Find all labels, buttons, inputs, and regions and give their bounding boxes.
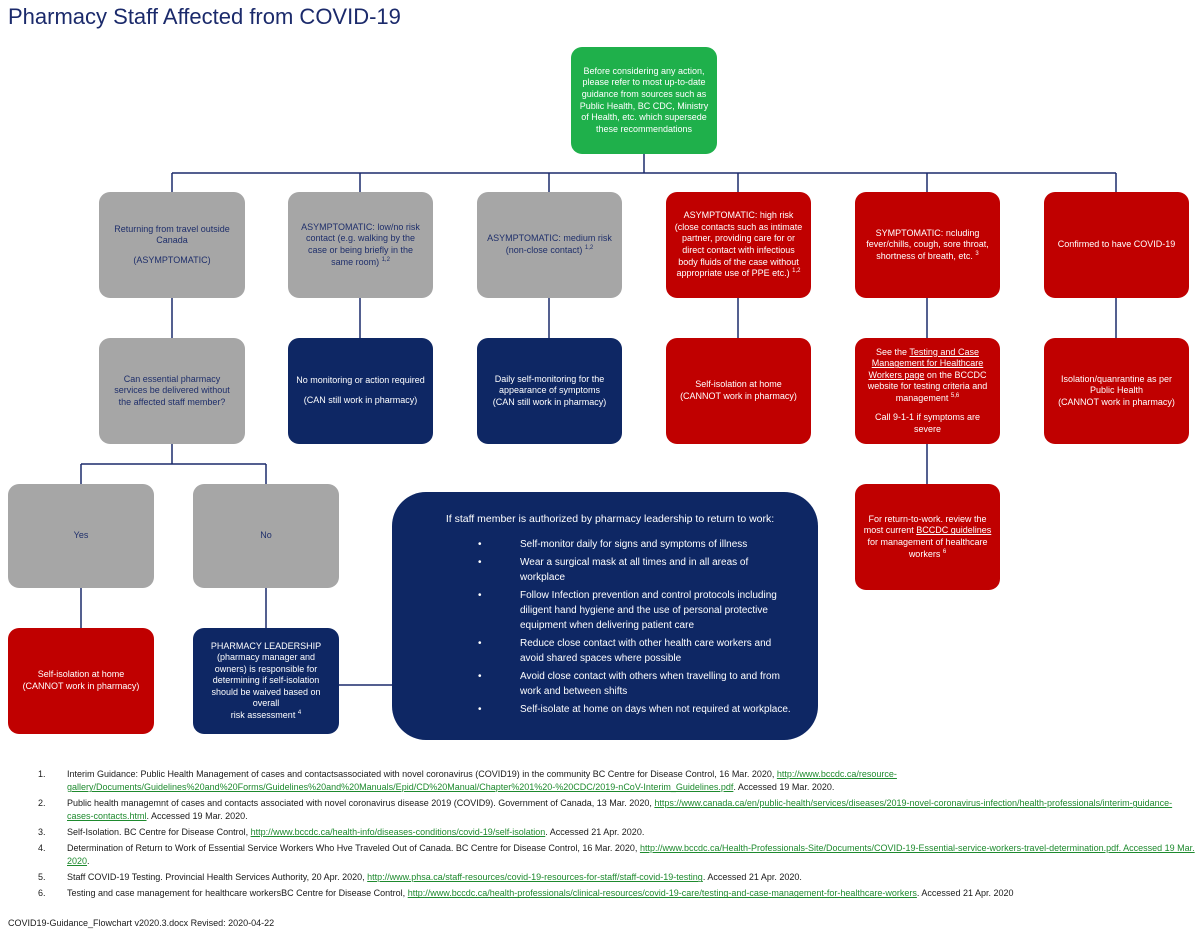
no-box: No xyxy=(193,484,339,588)
document-footer: COVID19-Guidance_Flowchart v2020.3.docx … xyxy=(8,918,275,928)
reference-link[interactable]: http://www.phsa.ca/staff-resources/covid… xyxy=(367,872,703,883)
self-monitoring-box: Daily self-monitoring for the appearance… xyxy=(477,338,622,444)
travel-box: Returning from travel outside Canada (AS… xyxy=(99,192,245,298)
reference-item: 3. Self-Isolation. BC Centre for Disease… xyxy=(38,827,645,838)
authorized-bullet-list: •Self-monitor daily for signs and sympto… xyxy=(428,537,792,717)
return-to-work-box: For return-to-work. review the most curr… xyxy=(855,484,1000,590)
reference-link[interactable]: http://www.bccdc.ca/health-professionals… xyxy=(407,888,917,899)
reference-item: 1. Interim Guidance: Public Health Manag… xyxy=(38,769,897,793)
low-risk-box: ASYMPTOMATIC: low/no risk contact (e.g. … xyxy=(288,192,433,298)
bccdc-guidelines-link[interactable]: BCCDC guidelines xyxy=(916,525,992,536)
list-item: •Follow Infection prevention and control… xyxy=(478,589,777,631)
reference-link[interactable]: http://www.bccdc.ca/resource-gallery/Doc… xyxy=(67,769,897,793)
reference-item: 5. Staff COVID-19 Testing. Provincial He… xyxy=(38,872,802,883)
confirmed-box: Confirmed to have COVID-19 xyxy=(1044,192,1189,298)
guidance-box: Before considering any action, please re… xyxy=(571,47,717,154)
reference-link[interactable]: http://www.bccdc.ca/Health-Professionals… xyxy=(67,843,1195,867)
return-to-work-authorized-box: If staff member is authorized by pharmac… xyxy=(392,492,818,740)
list-item: •Wear a surgical mask at all times and i… xyxy=(478,556,749,583)
isolation-quarantine-box: Isolation/quanrantine as per Public Heal… xyxy=(1044,338,1189,444)
references-list: 1. Interim Guidance: Public Health Manag… xyxy=(38,768,1198,903)
list-item: •Avoid close contact with others when tr… xyxy=(478,670,780,697)
testing-case-management-link[interactable]: Testing and Case Management for Healthca… xyxy=(868,346,984,380)
self-isolation-yes-box: Self-isolation at home (CANNOT work in p… xyxy=(8,628,154,734)
high-risk-box: ASYMPTOMATIC: high risk (close contacts … xyxy=(666,192,811,298)
reference-item: 6. Testing and case management for healt… xyxy=(38,888,1014,899)
no-monitoring-box: No monitoring or action required (CAN st… xyxy=(288,338,433,444)
testing-box: See the Testing and Case Management for … xyxy=(855,338,1000,444)
pharmacy-leadership-box: PHARMACY LEADERSHIP (pharmacy manager an… xyxy=(193,628,339,734)
page-title: Pharmacy Staff Affected from COVID-19 xyxy=(8,4,401,29)
symptomatic-box: SYMPTOMATIC: ncluding fever/chills, coug… xyxy=(855,192,1000,298)
reference-item: 2. Public health managemnt of cases and … xyxy=(38,798,1173,822)
authorized-heading: If staff member is authorized by pharmac… xyxy=(445,513,775,525)
medium-risk-box: ASYMPTOMATIC: medium risk (non-close con… xyxy=(477,192,622,298)
list-item: •Reduce close contact with other health … xyxy=(478,637,772,664)
list-item: •Self-isolate at home on days when not r… xyxy=(478,703,791,715)
list-item: •Self-monitor daily for signs and sympto… xyxy=(478,538,748,550)
reference-link[interactable]: http://www.bccdc.ca/health-info/diseases… xyxy=(250,827,546,838)
essential-services-box: Can essential pharmacy services be deliv… xyxy=(99,338,245,444)
self-isolation-high-risk-box: Self-isolation at home (CANNOT work in p… xyxy=(666,338,811,444)
reference-link[interactable]: https://www.canada.ca/en/public-health/s… xyxy=(67,798,1173,822)
yes-box: Yes xyxy=(8,484,154,588)
reference-item: 4. Determination of Return to Work of Es… xyxy=(38,843,1195,867)
